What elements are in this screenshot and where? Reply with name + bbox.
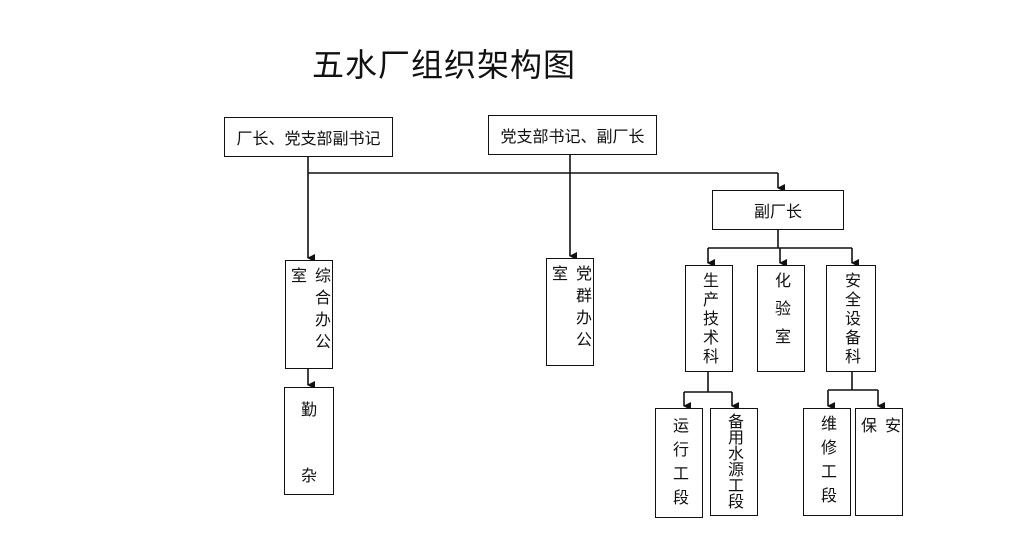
party-office-label: 党群办公室 bbox=[549, 265, 592, 353]
operation-label: 运行工段 bbox=[670, 417, 689, 513]
party-secretary-label: 党支部书记、副厂长 bbox=[500, 127, 645, 146]
standby-water-box: 备用水源工段 bbox=[710, 408, 758, 516]
party-secretary-box: 党支部书记、副厂长 bbox=[488, 115, 657, 155]
maintenance-box: 维修工段 bbox=[803, 408, 851, 516]
logistics-top-label: 勤 bbox=[300, 400, 317, 419]
page-title: 五水厂组织架构图 bbox=[312, 46, 577, 84]
logistics-box: 勤 杂 bbox=[284, 387, 334, 495]
deputy-director-box: 副厂长 bbox=[712, 190, 844, 230]
maintenance-label: 维修工段 bbox=[818, 415, 837, 511]
general-office-box: 综合办公室 bbox=[285, 260, 333, 369]
production-tech-box: 生产技术科 bbox=[685, 265, 733, 372]
safety-equipment-box: 安全设备科 bbox=[826, 265, 876, 372]
general-office-label: 综合办公室 bbox=[288, 267, 331, 355]
standby-water-label: 备用水源工段 bbox=[725, 413, 744, 509]
logistics-bottom-label: 杂 bbox=[300, 466, 317, 485]
lab-box: 化验室 bbox=[757, 265, 805, 372]
director-label: 厂长、党支部副书记 bbox=[236, 129, 381, 148]
lab-label: 化验室 bbox=[772, 272, 791, 356]
operation-box: 运行工段 bbox=[655, 408, 703, 518]
safety-equipment-label: 安全设备科 bbox=[842, 272, 861, 367]
production-tech-label: 生产技术科 bbox=[700, 272, 719, 367]
security-label: 安保 bbox=[858, 417, 901, 491]
director-box: 厂长、党支部副书记 bbox=[224, 117, 393, 157]
security-box: 安保 bbox=[855, 408, 903, 516]
party-office-box: 党群办公室 bbox=[546, 258, 594, 366]
deputy-director-label: 副厂长 bbox=[753, 202, 802, 221]
